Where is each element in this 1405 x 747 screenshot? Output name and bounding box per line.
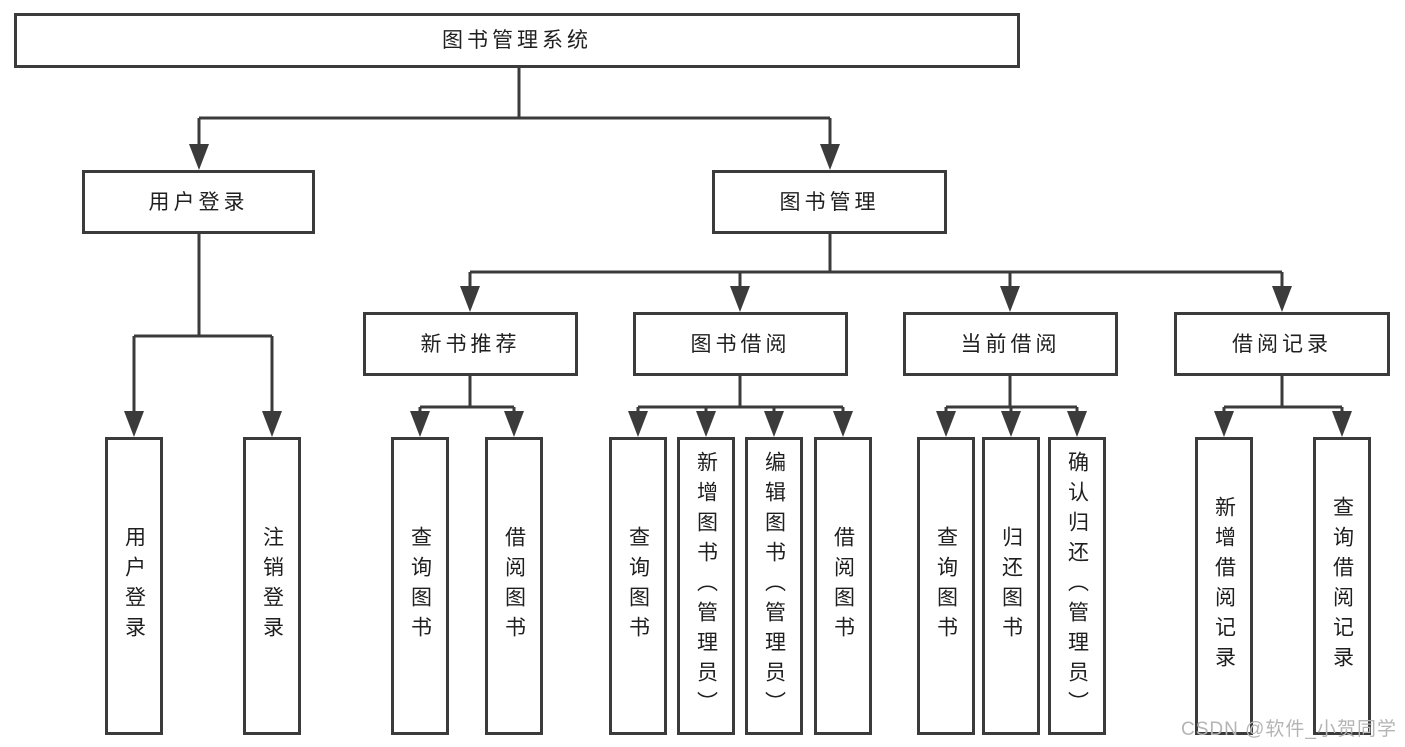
- leaf-borrowing-borrow-books: 借阅图书: [814, 437, 872, 735]
- node-label: 查询图书: [626, 526, 650, 646]
- node-label: 注销登录: [260, 526, 284, 646]
- node-label: 当前借阅: [960, 332, 1061, 356]
- node-book-management: 图书管理: [712, 170, 947, 234]
- node-new-book-recommend: 新书推荐: [363, 312, 578, 376]
- node-root-library-system: 图书管理系统: [14, 13, 1020, 68]
- leaf-borrowing-edit-books-admin: 编辑图书（管理员）: [745, 437, 803, 735]
- node-user-login: 用户登录: [82, 170, 315, 234]
- node-label: 查询图书: [408, 526, 432, 646]
- leaf-logout: 注销登录: [243, 437, 301, 735]
- node-label: 借阅图书: [502, 526, 526, 646]
- node-label: 图书管理: [779, 190, 880, 214]
- leaf-records-add-record: 新增借阅记录: [1195, 437, 1253, 735]
- leaf-borrowing-query-books: 查询图书: [609, 437, 667, 735]
- leaf-newbook-borrow-books: 借阅图书: [485, 437, 543, 735]
- leaf-current-return-books: 归还图书: [982, 437, 1040, 735]
- leaf-records-query-record: 查询借阅记录: [1313, 437, 1371, 735]
- node-label: 借阅记录: [1232, 332, 1332, 356]
- node-label: 查询借阅记录: [1330, 496, 1354, 676]
- csdn-watermark: CSDN @软件_小贺同学: [1181, 719, 1397, 740]
- node-label: 图书管理系统: [442, 29, 592, 52]
- node-borrowing-records: 借阅记录: [1174, 312, 1390, 376]
- node-current-borrowing: 当前借阅: [903, 312, 1118, 376]
- node-label: 查询图书: [934, 526, 958, 646]
- node-label: 归还图书: [999, 526, 1023, 646]
- node-label: 用户登录: [148, 190, 249, 214]
- leaf-borrowing-add-books-admin: 新增图书（管理员）: [677, 437, 735, 735]
- node-label: 新增借阅记录: [1212, 496, 1236, 676]
- leaf-current-query-books: 查询图书: [917, 437, 975, 735]
- node-label: 用户登录: [122, 526, 146, 646]
- node-label: 借阅图书: [831, 526, 855, 646]
- node-label: 图书借阅: [690, 332, 791, 356]
- node-label: 确认归还（管理员）: [1065, 451, 1089, 721]
- node-book-borrowing: 图书借阅: [633, 312, 848, 376]
- node-label: 新增图书（管理员）: [694, 451, 718, 721]
- leaf-current-confirm-return-admin: 确认归还（管理员）: [1048, 437, 1106, 735]
- leaf-user-login: 用户登录: [105, 437, 163, 735]
- node-label: 新书推荐: [420, 332, 521, 356]
- node-label: 编辑图书（管理员）: [762, 451, 786, 721]
- leaf-newbook-query-books: 查询图书: [391, 437, 449, 735]
